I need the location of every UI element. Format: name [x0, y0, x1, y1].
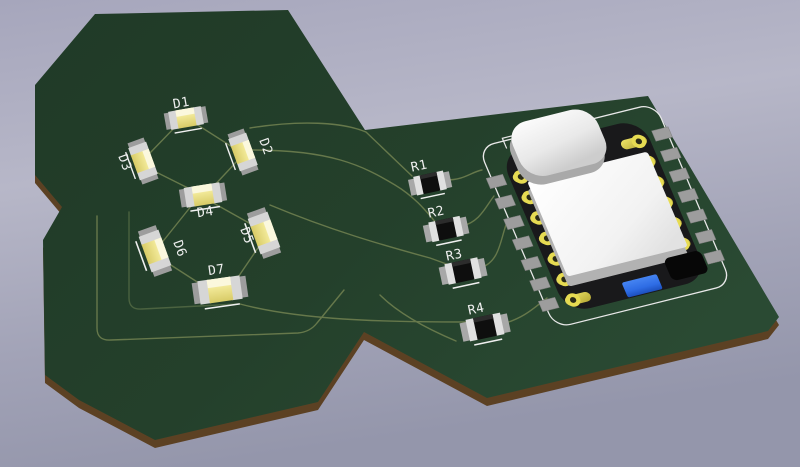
resistor-R1-label: R1	[410, 158, 429, 176]
resistor-R4	[459, 312, 511, 346]
module-smd-pads	[485, 126, 726, 312]
mcu-module	[482, 106, 728, 326]
led-D1	[163, 106, 209, 134]
rf-shield	[528, 152, 688, 287]
resistor-R1	[407, 170, 453, 200]
resistor-R4-label: R4	[467, 301, 486, 319]
led-D5	[244, 207, 282, 259]
resistor-R2	[422, 215, 470, 247]
reset-button	[664, 251, 708, 281]
resistor-R2-label: R2	[427, 204, 446, 222]
led-D3	[124, 137, 159, 185]
led-D2-label: D2	[255, 136, 275, 157]
silkscreen-labels: D1 D2 D3 D4 D5 D6 D7 R1 R2 R3 R4	[114, 95, 486, 319]
led-D4	[178, 182, 228, 212]
blue-led-component	[622, 274, 663, 298]
led-D1-label: D1	[172, 95, 191, 113]
led-D7-label: D7	[207, 262, 226, 279]
led-D4-label: D4	[196, 204, 215, 221]
resistor-R3-label: R3	[445, 247, 464, 265]
resistor-R3	[438, 257, 488, 289]
led-D7	[191, 275, 249, 310]
usb-c-connector	[509, 109, 607, 185]
led-D5-label: D5	[236, 225, 256, 246]
led-D6	[135, 225, 173, 277]
led-D3-label: D3	[114, 152, 134, 173]
led-D6-label: D6	[169, 238, 189, 259]
led-D2	[224, 128, 259, 176]
module-castellations-left	[512, 168, 591, 307]
